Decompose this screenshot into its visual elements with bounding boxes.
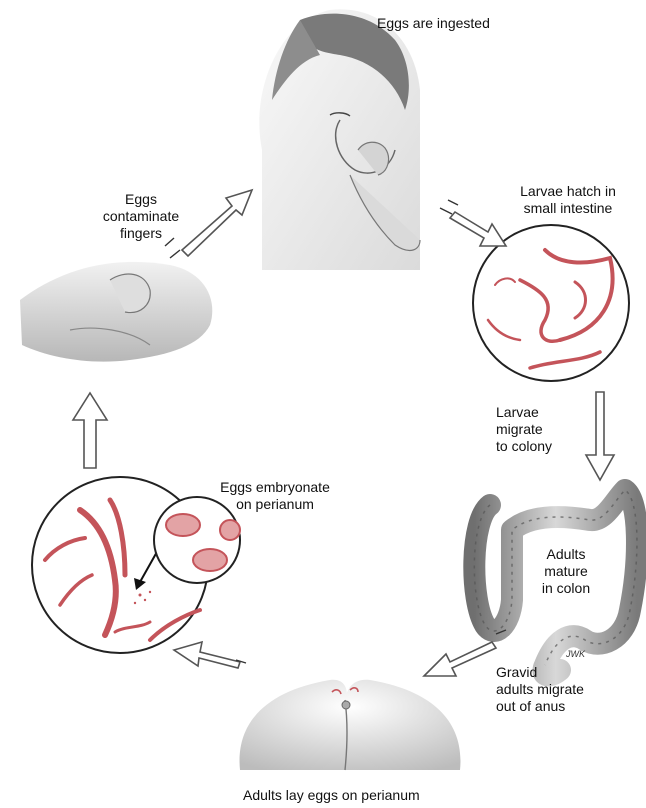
label-larvae-migrate: Larvae migrate to colony [496,404,552,455]
label-adults-mature: Adults mature in colon [530,546,602,597]
label-gravid-adults-line-3: out of anus [496,698,584,715]
label-gravid-adults-line-2: adults migrate [496,681,584,698]
label-gravid-adults-line-1: Gravid [496,664,584,681]
label-larvae-hatch-line-1: Larvae hatch in [498,183,638,200]
label-larvae-hatch: Larvae hatch in small intestine [498,183,638,217]
label-eggs-contaminate: Eggs contaminate fingers [86,191,196,242]
contaminated-hands-illustration [20,262,212,362]
label-eggs-ingested: Eggs are ingested [377,15,490,32]
label-adults-lay-eggs: Adults lay eggs on perianum [243,787,420,804]
label-larvae-migrate-line-2: migrate [496,421,552,438]
label-eggs-contaminate-line-3: fingers [86,225,196,242]
arrow-to-embryonate [174,642,240,668]
label-eggs-embryonate-line-1: Eggs embryonate [200,479,350,496]
perianal-region-illustration [240,680,461,770]
label-adults-mature-line-2: mature [530,563,602,580]
label-adults-mature-line-1: Adults [530,546,602,563]
label-eggs-embryonate-line-2: on perianum [200,496,350,513]
label-eggs-contaminate-line-2: contaminate [86,208,196,225]
arrow-to-fingers [73,393,107,468]
arrow-to-anus [424,642,496,676]
label-larvae-migrate-line-3: to colony [496,438,552,455]
label-eggs-embryonate: Eggs embryonate on perianum [200,479,350,513]
label-larvae-hatch-line-2: small intestine [498,200,638,217]
arrow-to-colon [586,392,614,480]
child-sucking-thumb-illustration [259,9,420,270]
label-eggs-contaminate-line-1: Eggs [86,191,196,208]
larvae-in-intestine-illustration [473,225,629,381]
label-adults-mature-line-3: in colon [530,580,602,597]
artist-signature: JWK [566,649,585,659]
label-gravid-adults: Gravid adults migrate out of anus [496,664,584,715]
arrow-to-hatch [450,212,506,246]
label-larvae-migrate-line-1: Larvae [496,404,552,421]
